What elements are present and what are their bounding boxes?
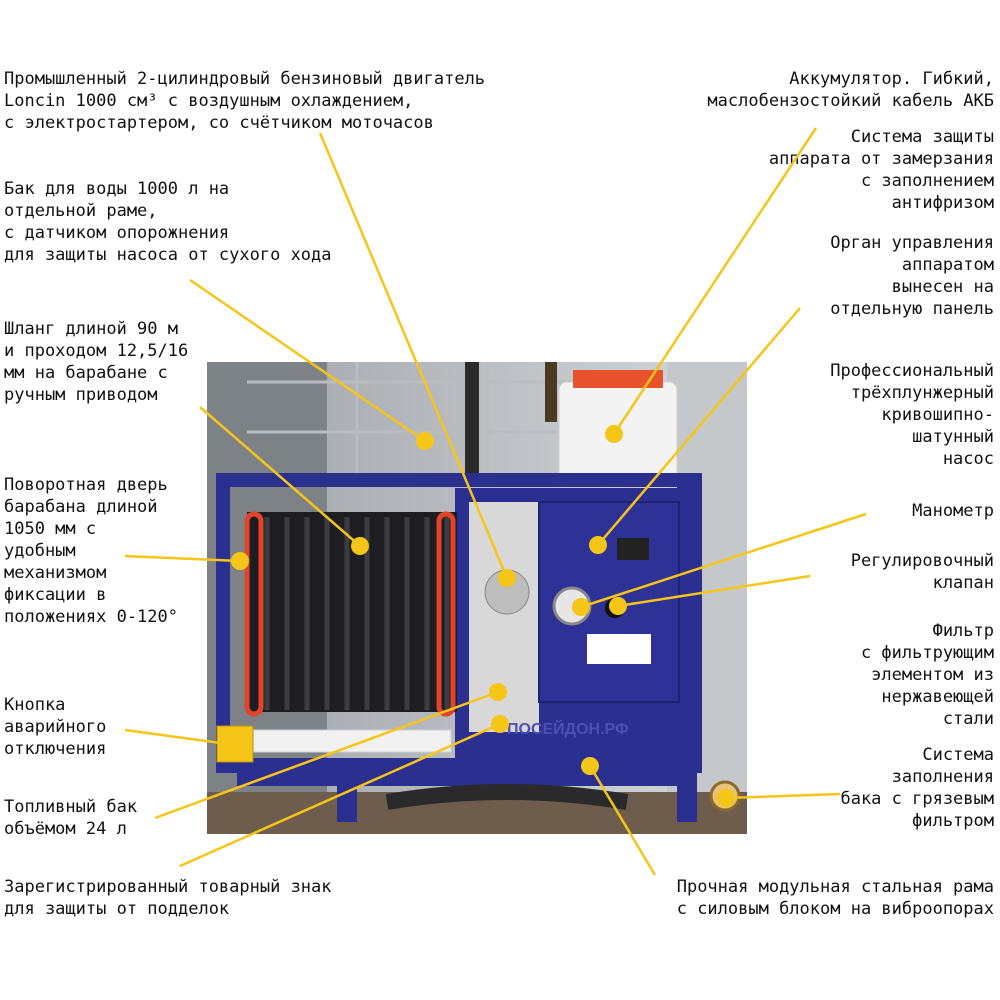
label-control-panel: Орган управления аппаратом вынесен на от… [830,233,994,319]
label-frame: Прочная модульная стальная рама с силовы… [676,877,994,919]
label-water-tank: Бак для воды 1000 л на отдельной раме, с… [4,179,332,265]
label-battery: Аккумулятор. Гибкий, маслобензостойкий к… [707,69,994,111]
label-emergency-stop: Кнопка аварийного отключения [4,695,107,759]
label-fill-system: Система заполнения бака с грязевым фильт… [840,745,994,831]
label-fuel-tank: Топливный бак объёмом 24 л [4,797,138,839]
label-engine: Промышленный 2-цилиндровый бензиновый дв… [4,69,486,133]
label-antifreeze: Система защиты аппарата от замерзания с … [768,127,994,213]
brand-sticker: ПОСЕЙДОН.РФ [507,719,629,738]
product-photo: ПОСЕЙДОН.РФ [207,362,747,834]
label-reel-door: Поворотная дверь барабана длиной 1050 мм… [4,475,178,627]
label-hose: Шланг длиной 90 м и проходом 12,5/16 мм … [4,319,189,405]
label-filter: Фильтр с фильтрующим элементом из нержав… [860,621,994,729]
label-trademark: Зарегистрированный товарный знак для защ… [4,877,332,919]
label-valve: Регулировочный клапан [850,551,994,593]
label-pump: Профессиональный трёхплунжерный кривошип… [830,361,994,469]
label-manometer: Манометр [912,501,994,521]
